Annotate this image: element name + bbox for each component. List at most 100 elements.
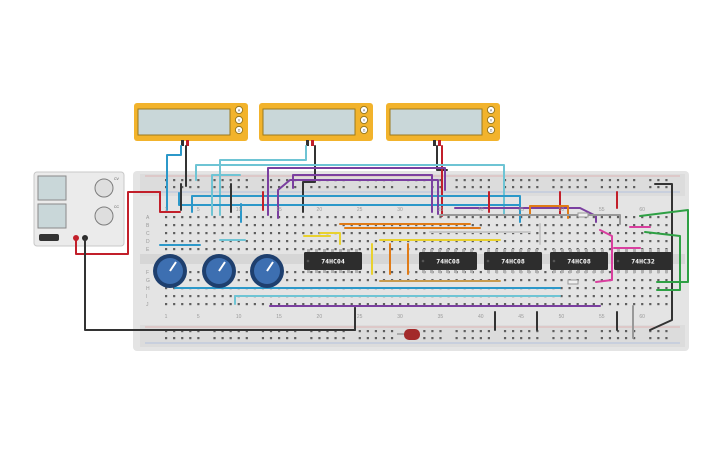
wire[interactable]	[639, 209, 689, 283]
wire[interactable]	[75, 191, 161, 255]
column-number: 45	[518, 207, 524, 213]
column-number: 5	[197, 314, 200, 320]
row-letter: B	[146, 223, 150, 229]
potentiometer-2[interactable]	[202, 254, 236, 288]
wire[interactable]	[195, 164, 505, 216]
potentiometer-3[interactable]	[250, 254, 284, 288]
wire[interactable]	[319, 232, 341, 245]
wire[interactable]	[191, 195, 521, 215]
voltage-display	[37, 175, 67, 201]
column-number: 20	[317, 314, 323, 320]
row-letter: A	[146, 215, 150, 221]
column-number: 15	[276, 314, 282, 320]
row-letter: H	[146, 286, 150, 292]
wire[interactable]	[267, 167, 446, 216]
mode-button[interactable]	[359, 105, 369, 115]
wire[interactable]	[439, 214, 621, 225]
multimeter-2[interactable]: AVΩ	[259, 103, 373, 146]
row-letter: G	[146, 278, 150, 284]
multimeter-1[interactable]: AVΩ	[134, 103, 248, 146]
column-number: 5	[197, 207, 200, 213]
column-number: 10	[236, 207, 242, 213]
probe-terminal-icon[interactable]	[181, 140, 184, 146]
column-number: 25	[357, 207, 363, 213]
mode-button[interactable]	[359, 125, 369, 135]
chip-label: 74HC08	[436, 258, 460, 266]
mode-button[interactable]	[234, 115, 244, 125]
column-number: 30	[397, 207, 403, 213]
multimeter-screen	[389, 108, 483, 136]
mode-button[interactable]	[234, 125, 244, 135]
mode-button-label: V	[238, 119, 241, 123]
column-number: 60	[639, 314, 645, 320]
ic-chip-1[interactable]: 74HC04	[304, 249, 362, 273]
probe-terminal-icon[interactable]	[433, 140, 436, 146]
chip-label: 74HC32	[631, 258, 655, 266]
mode-button[interactable]	[486, 125, 496, 135]
mode-button-label: Ω	[238, 129, 241, 133]
row-letter: I	[146, 294, 147, 300]
probe-terminal-icon[interactable]	[311, 140, 314, 146]
power-switch-button[interactable]	[39, 234, 59, 241]
mode-button[interactable]	[359, 115, 369, 125]
ic-chip-4[interactable]: 74HC08	[550, 249, 608, 273]
wire[interactable]	[595, 229, 613, 283]
column-number: 50	[559, 314, 565, 320]
knob-label-cv: CV	[114, 177, 120, 181]
mode-button-label: A	[490, 109, 493, 113]
probe-terminal-icon[interactable]	[306, 140, 309, 146]
potentiometer-1[interactable]	[153, 254, 187, 288]
ic-chip-5[interactable]: 74HC32	[614, 249, 672, 273]
column-number: 15	[276, 207, 282, 213]
wire[interactable]	[211, 174, 241, 216]
column-number: 35	[438, 207, 444, 213]
mode-button[interactable]	[486, 115, 496, 125]
wire[interactable]	[159, 191, 181, 213]
wire[interactable]	[644, 231, 681, 291]
column-number: 55	[599, 314, 605, 320]
wire[interactable]	[529, 205, 569, 219]
row-letter: C	[146, 231, 150, 237]
led-red[interactable]	[397, 329, 420, 340]
mode-button-label: A	[363, 109, 366, 113]
column-number: 40	[478, 314, 484, 320]
probe-terminal-icon[interactable]	[186, 140, 189, 146]
mode-button-label: V	[490, 119, 493, 123]
resistor[interactable]	[567, 279, 579, 285]
probe-terminal-icon[interactable]	[438, 140, 441, 146]
wire[interactable]	[436, 145, 448, 171]
mode-button[interactable]	[234, 105, 244, 115]
column-number: 1	[165, 314, 168, 320]
row-letter: J	[146, 302, 149, 308]
chip-label: 74HC08	[567, 258, 591, 266]
column-number: 30	[397, 314, 403, 320]
voltage-knob-icon[interactable]	[94, 178, 114, 198]
multimeter-3[interactable]: AVΩ	[386, 103, 500, 146]
wire[interactable]	[292, 174, 433, 213]
ic-chip-3[interactable]: 74HC08	[484, 249, 542, 273]
ic-chip-2[interactable]: 74HC08	[419, 249, 477, 273]
column-number: 40	[478, 207, 484, 213]
wire[interactable]	[219, 145, 307, 216]
wire[interactable]	[454, 207, 597, 223]
column-number: 25	[357, 314, 363, 320]
multimeter-screen	[262, 108, 356, 136]
mode-button[interactable]	[486, 105, 496, 115]
center-channel	[140, 254, 685, 264]
resistor[interactable]	[577, 212, 589, 218]
wires[interactable]	[75, 145, 689, 339]
column-number: 1	[165, 207, 168, 213]
wire[interactable]	[649, 183, 673, 331]
column-number: 55	[599, 207, 605, 213]
power-supply[interactable]: CV CC	[33, 171, 125, 247]
wire[interactable]	[277, 179, 439, 219]
mode-button-label: V	[363, 119, 366, 123]
column-numbers: 1155101015152020252530303535404045455050…	[165, 207, 646, 320]
chip-label: 74HC04	[321, 258, 345, 266]
current-knob-icon[interactable]	[94, 206, 114, 226]
row-letter: D	[146, 239, 150, 245]
wire[interactable]	[166, 145, 182, 211]
column-number: 20	[317, 207, 323, 213]
